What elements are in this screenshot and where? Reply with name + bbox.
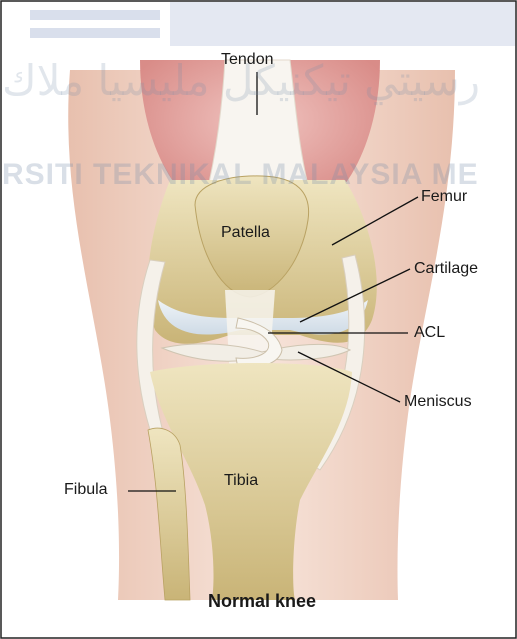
label-tendon: Tendon (221, 51, 274, 69)
label-meniscus: Meniscus (404, 393, 472, 411)
label-cartilage: Cartilage (414, 260, 478, 278)
label-patella: Patella (221, 224, 270, 242)
label-femur: Femur (421, 188, 467, 206)
label-acl: ACL (414, 324, 445, 342)
diagram-caption: Normal knee (208, 591, 316, 612)
header-strip (170, 2, 515, 46)
label-fibula: Fibula (64, 481, 108, 499)
header-bar-1 (30, 10, 160, 20)
header-bar-2 (30, 28, 160, 38)
watermark-latin: RSITI TEKNIKAL MALAYSIA ME (2, 158, 479, 192)
label-tibia: Tibia (224, 472, 258, 490)
